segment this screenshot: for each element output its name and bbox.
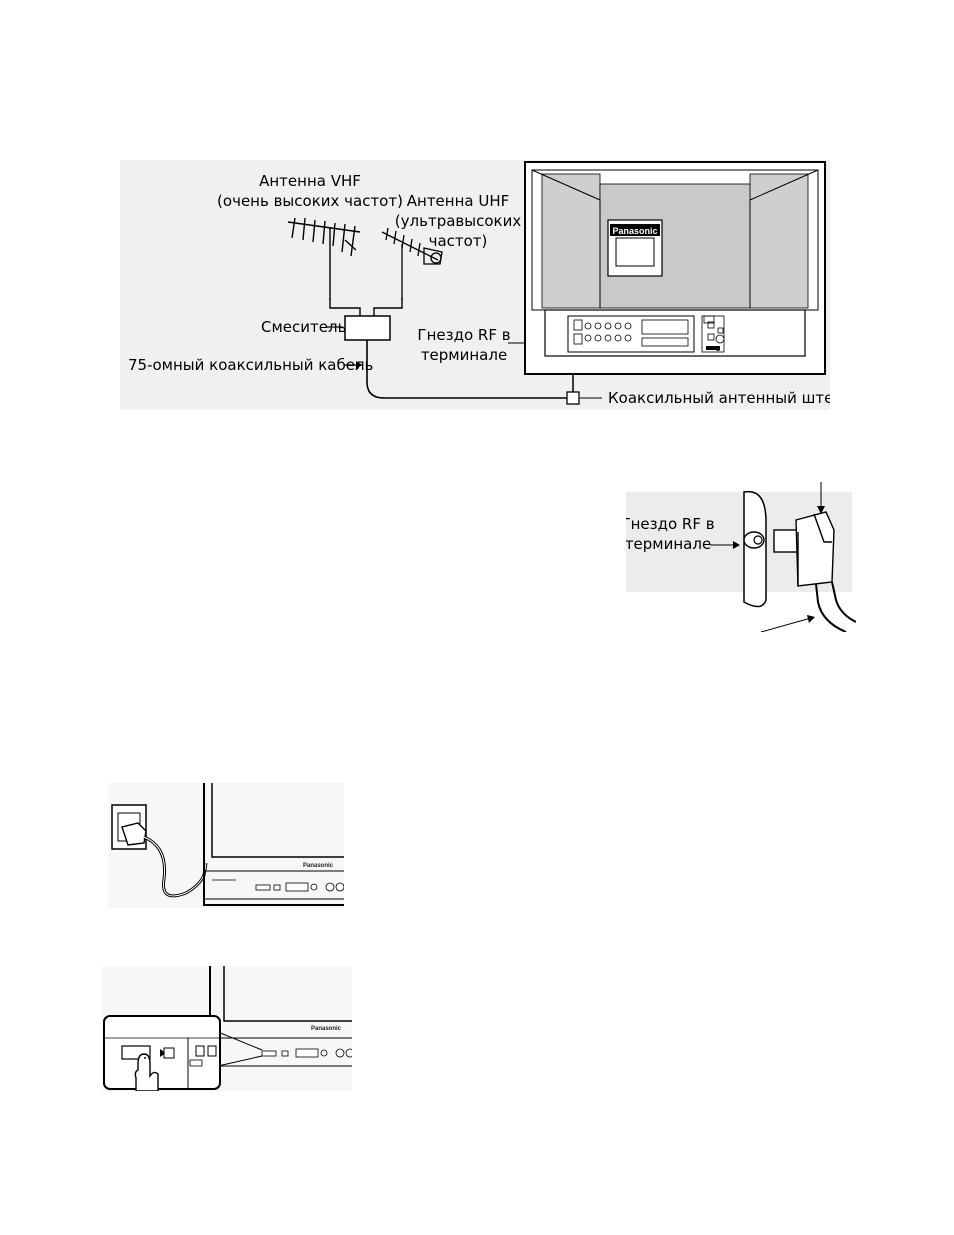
power-plug-diagram: Panasonic bbox=[108, 783, 344, 908]
wall-plate bbox=[744, 492, 766, 607]
antenna-connection-diagram: Антенна VHF (очень высоких частот) Антен… bbox=[120, 160, 830, 410]
mixer-box bbox=[345, 316, 390, 340]
rf-jack-label-1: Гнездо RF в bbox=[417, 326, 510, 344]
uhf-antenna-label-2: (ультравысоких bbox=[395, 212, 522, 230]
coax-plug bbox=[567, 392, 579, 404]
uhf-antenna-label-3: частот) bbox=[429, 232, 488, 250]
tv-brand-logo-small: Panasonic bbox=[303, 863, 334, 869]
rf-jack-label-2: терминале bbox=[421, 346, 507, 364]
power-button-diagram: Panasonic bbox=[102, 966, 352, 1091]
zoom-inset bbox=[104, 1016, 220, 1089]
rf-jack-detail-figure: Гнездо RF в терминале bbox=[626, 482, 856, 632]
plug-label: Коаксильный антенный штекер bbox=[608, 389, 830, 407]
antenna-connection-figure: Антенна VHF (очень высоких частот) Антен… bbox=[120, 160, 830, 410]
tv-rear-panel: Panasonic bbox=[525, 162, 825, 374]
power-button-figure: Panasonic bbox=[102, 966, 352, 1091]
tv-brand-logo: Panasonic bbox=[612, 226, 657, 236]
rf-jack-detail-diagram: Гнездо RF в терминале bbox=[626, 482, 856, 632]
cable-label: 75-омный коаксильный кабель bbox=[128, 356, 373, 374]
tv-brand-logo-small-2: Panasonic bbox=[311, 1026, 342, 1032]
vhf-antenna-label-2: (очень высоких частот) bbox=[217, 192, 403, 210]
rf-jack-detail-label-1: Гнездо RF в bbox=[626, 515, 715, 533]
power-plug-figure: Panasonic bbox=[108, 783, 344, 908]
rf-jack-detail-label-2: терминале bbox=[626, 535, 711, 553]
vhf-antenna-label-1: Антенна VHF bbox=[259, 172, 361, 190]
uhf-antenna-label-1: Антенна UHF bbox=[407, 192, 510, 210]
